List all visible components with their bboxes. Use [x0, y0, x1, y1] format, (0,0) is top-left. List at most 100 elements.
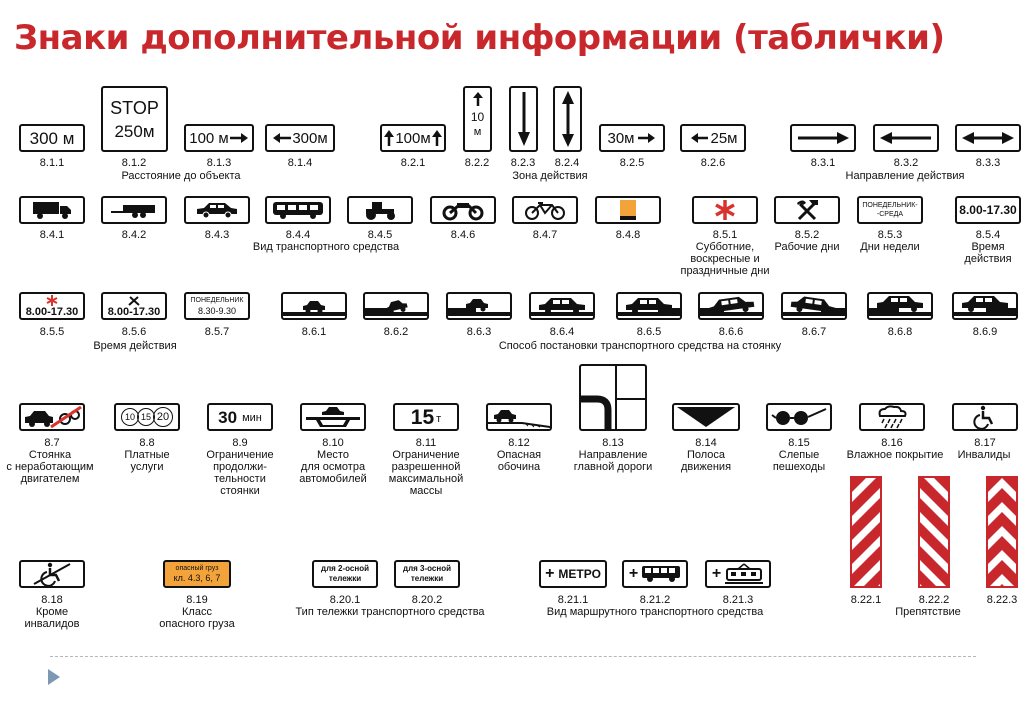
sign-text-top: опасный груз	[175, 565, 219, 572]
sign-8-6-5	[616, 292, 682, 320]
sign-text-top: ПОНЕДЕЛЬНИК-	[862, 202, 918, 209]
sign-8-5-2	[774, 196, 840, 224]
sign-8-22-2	[918, 476, 950, 588]
caption-vehicle: Вид транспортного средства	[252, 241, 400, 253]
obstacle-chevrons	[988, 478, 1016, 586]
sign-code: 8.21.2	[639, 594, 671, 606]
obstacle-stripes-left	[852, 478, 880, 586]
sign-code: 8.5.2	[794, 229, 820, 241]
sign-code: 8.4.5	[367, 229, 393, 241]
sign-code: 8.6.1	[301, 326, 327, 338]
sign-code: 8.5.5	[39, 326, 65, 338]
sign-code: 8.17	[974, 437, 996, 449]
sign-code: 8.5.7	[204, 326, 230, 338]
sign-code: 8.4.4	[285, 229, 311, 241]
sign-text-top: для 3-осной	[402, 564, 452, 573]
sign-code: 8.18	[41, 594, 63, 606]
sign-8-2-3	[509, 86, 538, 152]
sign-unit: т	[436, 413, 442, 425]
sign-unit: мин	[242, 412, 262, 424]
sign-code: 8.3.1	[810, 157, 836, 169]
parking-method-icon	[365, 300, 427, 316]
coin-20: 20	[153, 407, 173, 427]
sign-code: 8.9	[232, 437, 248, 449]
parking-method-icon	[531, 298, 593, 316]
sign-8-6-9	[952, 292, 1018, 320]
sign-code: 8.21.3	[722, 594, 754, 606]
caption-line: Влажное покрытие	[846, 449, 944, 461]
sign-code: 8.6.2	[383, 326, 409, 338]
caption-direction: Направление действия	[845, 170, 965, 182]
sign-8-1-1: 300 м	[19, 124, 85, 152]
sign-code: 8.13	[602, 437, 624, 449]
caption-line: опасного груза	[159, 618, 235, 630]
caption-line: обочина	[497, 461, 541, 473]
caption-line: автомобилей	[299, 473, 367, 485]
sign-8-3-2	[873, 124, 939, 152]
tram-icon	[725, 563, 764, 584]
sign-text-top: STOP	[110, 97, 159, 118]
caption-line: Кроме	[35, 606, 69, 618]
sign-text-bottom: 8.30-9.30	[197, 305, 237, 316]
caption-line: Класс	[182, 606, 212, 618]
sign-code: 8.1.4	[287, 157, 313, 169]
arrow-left-icon	[273, 133, 292, 143]
sign-8-22-1	[850, 476, 882, 588]
sign-code: 8.4.7	[532, 229, 558, 241]
trailer-icon	[111, 205, 155, 218]
sign-text: 30м	[607, 129, 635, 147]
caption-line: разрешенной	[391, 461, 461, 473]
sign-text-top: 10	[470, 110, 485, 124]
sign-text-top: ПОНЕДЕЛЬНИК	[190, 296, 244, 304]
sign-code: 8.12	[508, 437, 530, 449]
sign-8-5-3: ПОНЕДЕЛЬНИК- -СРЕДА	[857, 196, 923, 224]
caption-8-5-1-line3: праздничные дни	[680, 265, 770, 277]
sign-8-22-3	[986, 476, 1018, 588]
sign-8-16	[859, 403, 925, 431]
sign-8-4-2	[101, 196, 167, 224]
sign-text: 15	[410, 405, 435, 429]
bicycle-icon	[525, 202, 565, 220]
sign-8-2-1: 100м	[380, 124, 446, 152]
sign-code: 8.1.2	[121, 157, 147, 169]
arrow-left-icon	[880, 132, 931, 144]
sign-8-21-3: +	[705, 560, 771, 588]
arrow-left-right-icon	[962, 132, 1014, 144]
wet-surface-icon	[878, 405, 907, 429]
caption-parking: Способ постановки транспортного средства…	[498, 340, 782, 352]
sign-8-1-3: 100 м	[184, 124, 254, 152]
sign-code: 8.2.2	[464, 157, 490, 169]
sign-text-bottom: тележки	[328, 574, 362, 583]
plus-icon: +	[545, 565, 555, 582]
sign-8-1-4: 300м	[265, 124, 335, 152]
sign-code: 8.3.3	[975, 157, 1001, 169]
sign-code: 8.5.3	[877, 229, 903, 241]
blind-pedestrians-icon	[771, 408, 827, 425]
next-slide-icon[interactable]	[48, 669, 60, 685]
arrow-left-icon	[690, 133, 708, 143]
sign-8-7	[19, 403, 85, 431]
sign-code: 8.11	[415, 437, 437, 449]
sign-code: 8.20.1	[329, 594, 361, 606]
sign-code: 8.2.4	[554, 157, 580, 169]
sign-code: 8.2.6	[700, 157, 726, 169]
sign-text-bottom: м	[473, 126, 482, 138]
page-title: Знаки дополнительной информации (табличк…	[14, 18, 945, 58]
sign-code: 8.15	[788, 437, 810, 449]
caption-bogie: Тип тележки транспортного средства	[295, 606, 485, 618]
sign-text: 25м	[710, 129, 738, 147]
sign-8-20-1: для 2-осной тележки	[312, 560, 378, 588]
sign-code: 8.4.1	[39, 229, 65, 241]
sign-code: 8.6.4	[549, 326, 575, 338]
tractor-icon	[366, 202, 395, 220]
sign-8-6-2	[363, 292, 429, 320]
sign-8-5-7: ПОНЕДЕЛЬНИК 8.30-9.30	[184, 292, 250, 320]
sign-code: 8.3.2	[893, 157, 919, 169]
engine-off-icon	[25, 405, 82, 429]
sign-code: 8.14	[695, 437, 717, 449]
caption-line: движения	[680, 461, 732, 473]
parking-method-icon	[954, 296, 1016, 316]
sign-8-21-2: +	[622, 560, 688, 588]
sign-text: 30	[218, 407, 238, 427]
sign-code: 8.19	[186, 594, 208, 606]
